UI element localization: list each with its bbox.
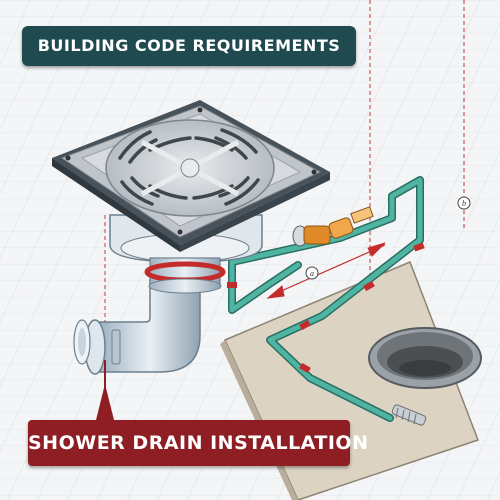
title-banner: BUILDING CODE REQUIREMENTS: [22, 26, 356, 66]
callout-a: [305, 266, 319, 280]
dimension-arrows: [266, 242, 386, 299]
flexible-hose-icon: [391, 404, 427, 426]
caption-banner: SHOWER DRAIN INSTALLATION: [28, 420, 368, 466]
callout-b-label: b: [462, 199, 466, 208]
drain-pipe-elbow: [73, 279, 201, 375]
pipe-clamps: [227, 242, 425, 374]
supply-pipe: [228, 176, 424, 422]
caption-leader: [96, 360, 114, 420]
callout-b: [457, 196, 471, 210]
callout-a-label: a: [310, 269, 314, 278]
water-valve-icon: [292, 206, 374, 247]
square-shower-drain-icon: [52, 100, 330, 252]
round-floor-drain-icon: [368, 327, 482, 389]
